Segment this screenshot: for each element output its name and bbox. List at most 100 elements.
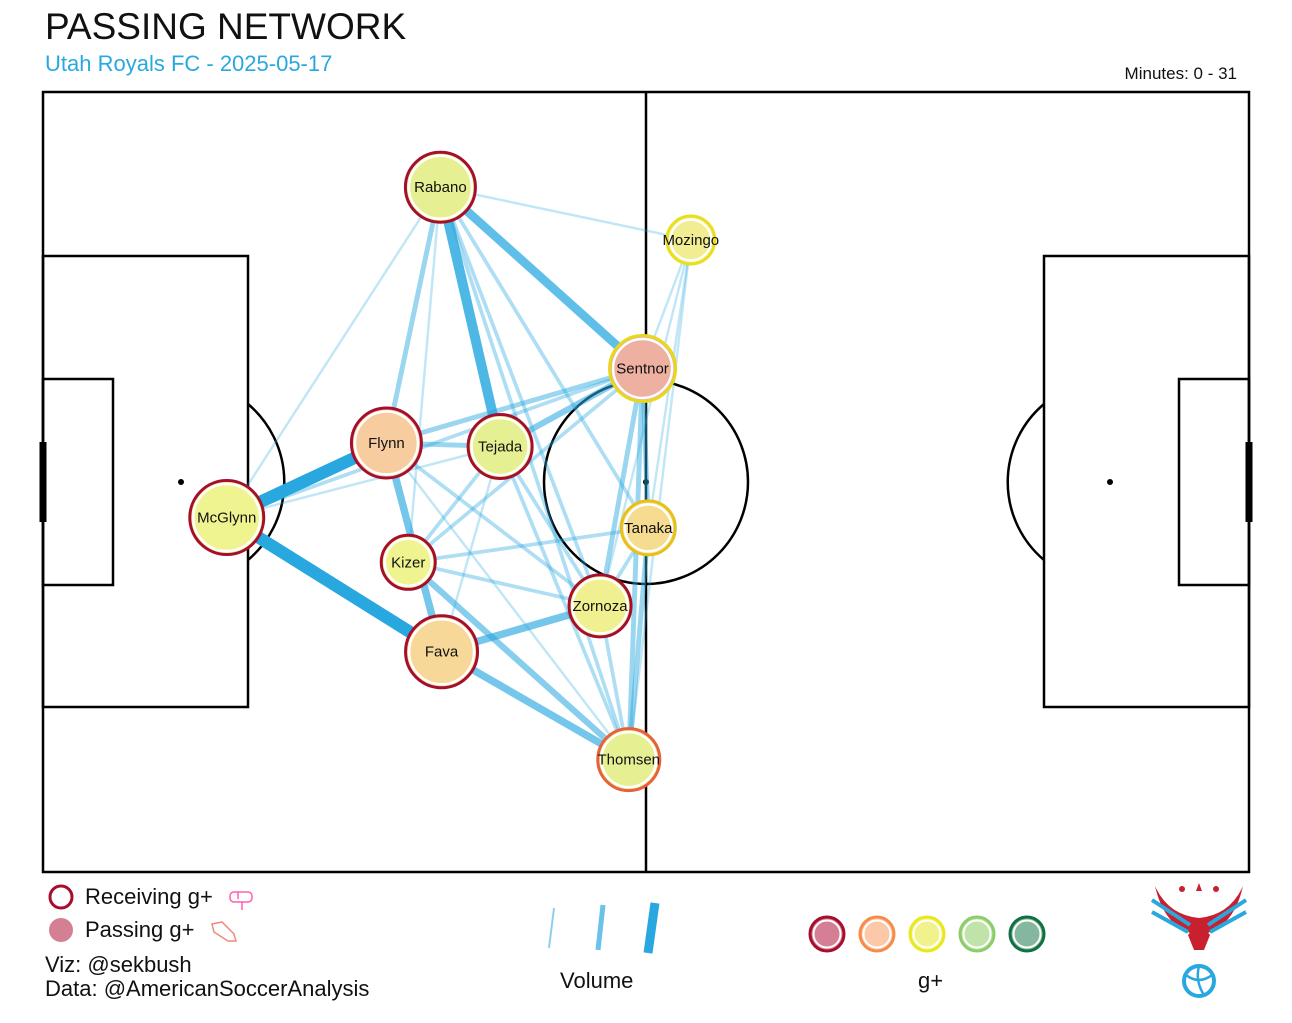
player-circle [403,150,477,224]
player-circle [619,499,677,557]
player-inner-ring [571,577,629,635]
player-circle [404,614,480,690]
left-penalty-spot [178,479,184,485]
pass-edge-rabano-thomsen [438,186,631,761]
receiving-legend-ring [48,884,74,910]
player-node-rabano: Rabano [403,150,477,224]
chart-title: PASSING NETWORK [45,6,407,47]
pass-edge-rabano-tanaka [438,186,650,529]
pass-edge-rabano-kizer [407,187,442,563]
pass-edge-sentnor-zornoza [597,368,645,607]
player-name: Sentnor [616,360,669,377]
player-name: McGlynn [197,510,256,527]
receiving-legend-label: Receiving g+ [85,884,213,909]
player-node-kizer: Kizer [379,533,437,591]
pass-edge-sentnor-thomsen [626,368,646,760]
pass-edge-kizer-thomsen [406,559,631,762]
player-inner-ring [611,337,674,400]
player-node-mozingo: Mozingo [662,214,719,266]
center-spot [643,479,649,485]
pass-edge-mcglynn-tejada [226,445,501,519]
player-inner-ring [407,618,476,686]
gplus-scale-swatch-3 [908,915,946,953]
player-name: Zornoza [573,598,629,615]
pass-edge-rabano-flynn [384,186,443,444]
right-six-yard-box [1177,377,1251,587]
player-node-flynn: Flynn [349,406,423,480]
left-six-yard-box [41,377,115,587]
pass-edge-mozingo-zornoza [598,239,692,607]
player-name: Tanaka [624,520,673,537]
pass-edge-rabano-zornoza [438,186,602,607]
player-circle [608,333,678,403]
player-circle [466,412,534,480]
player-node-mcglynn: McGlynn [188,479,266,557]
player-node-tejada: Tejada [466,412,534,480]
volume-legend-label: Volume [560,968,634,993]
boot-icon [211,921,237,942]
viz-credit: Viz: @sekbush [45,952,192,977]
gplus-scale-swatch-1 [808,915,846,953]
gplus-legend-label: g+ [918,968,944,993]
gplus-scale-swatch-2 [858,915,896,953]
pass-edge-mozingo-thomsen [627,239,693,760]
player-circle [596,727,662,793]
player-name: Rabano [414,179,467,196]
player-node-fava: Fava [404,614,480,690]
player-inner-ring [470,416,530,477]
player-circle [665,214,717,266]
right-penalty-box [1042,254,1251,709]
pass-edge-tanaka-kizer [407,526,649,565]
player-circle [349,406,423,480]
pass-edge-mcglynn-sentnor [226,366,644,520]
player-inner-ring [600,730,658,789]
player-name: Tejada [478,438,523,455]
player-inner-ring [407,154,474,220]
pass-edge-tanaka-thomsen [626,527,651,760]
gplus-scale-swatch-4 [958,915,996,953]
volume-mid-mark [595,904,606,951]
player-name: Fava [425,644,459,661]
volume-high-mark [643,902,660,954]
player-node-sentnor: Sentnor [608,333,678,403]
pass-edge-mcglynn-fava [223,512,445,658]
passing-legend-dot [49,918,73,942]
player-circle [188,479,266,557]
player-inner-ring [192,482,262,553]
asa-eagle-logo [1150,883,1248,998]
pass-edge-kizer-zornoza [407,560,601,608]
player-node-tanaka: Tanaka [619,499,677,557]
player-node-zornoza: Zornoza [567,573,633,639]
pass-edge-rabano-sentnor [437,183,646,372]
gplus-scale-inner-ring [1012,919,1042,949]
volume-low-mark [548,907,555,949]
gplus-scale-swatch-5 [1008,915,1046,953]
player-name: Mozingo [662,232,719,249]
player-circle [379,533,437,591]
player-node-thomsen: Thomsen [596,727,662,793]
pass-edge-flynn-sentnor [385,366,644,446]
gplus-scale-inner-ring [812,919,842,949]
player-name: Thomsen [598,752,661,769]
chart-subtitle: Utah Royals FC - 2025-05-17 [45,51,333,76]
gplus-scale-inner-ring [862,919,892,949]
mailbox-icon [229,891,253,910]
right-penalty-spot [1107,479,1113,485]
volume-legend [548,902,660,954]
player-inner-ring [623,503,674,553]
gplus-color-scale [808,915,1046,953]
minutes-range: Minutes: 0 - 31 [1124,64,1237,83]
pass-edge-flynn-zornoza [385,441,602,608]
passing-legend-label: Passing g+ [85,917,195,942]
player-inner-ring [353,410,420,476]
pass-edge-flynn-thomsen [385,442,630,761]
data-credit: Data: @AmericanSoccerAnalysis [45,976,370,1001]
player-name: Flynn [368,435,405,452]
gplus-scale-inner-ring [912,919,942,949]
player-circle [567,573,633,639]
player-inner-ring [669,218,713,262]
pass-edge-rabano-mcglynn [225,186,442,519]
